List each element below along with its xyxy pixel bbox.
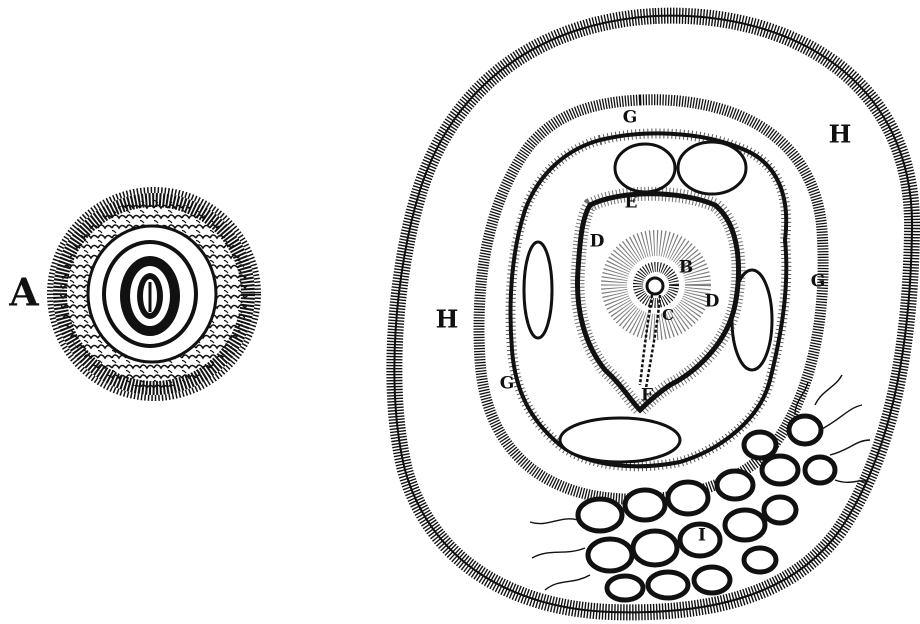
- label-d-right: D: [705, 292, 720, 312]
- label-g-top: G: [623, 108, 638, 128]
- label-h-right: H: [829, 120, 852, 149]
- large-cross-section: [394, 16, 912, 613]
- core-pore: [647, 278, 663, 294]
- label-c: C: [662, 306, 674, 324]
- label-g-left: G: [500, 374, 515, 394]
- label-i: I: [698, 526, 706, 546]
- label-e: E: [625, 193, 638, 213]
- label-b: B: [679, 258, 693, 278]
- label-a: A: [8, 270, 39, 315]
- label-f: F: [641, 386, 653, 406]
- label-g-right: G: [811, 272, 826, 292]
- label-h-left: H: [436, 305, 459, 334]
- seed-figure-a: [50, 190, 258, 398]
- label-d-left: D: [590, 232, 605, 252]
